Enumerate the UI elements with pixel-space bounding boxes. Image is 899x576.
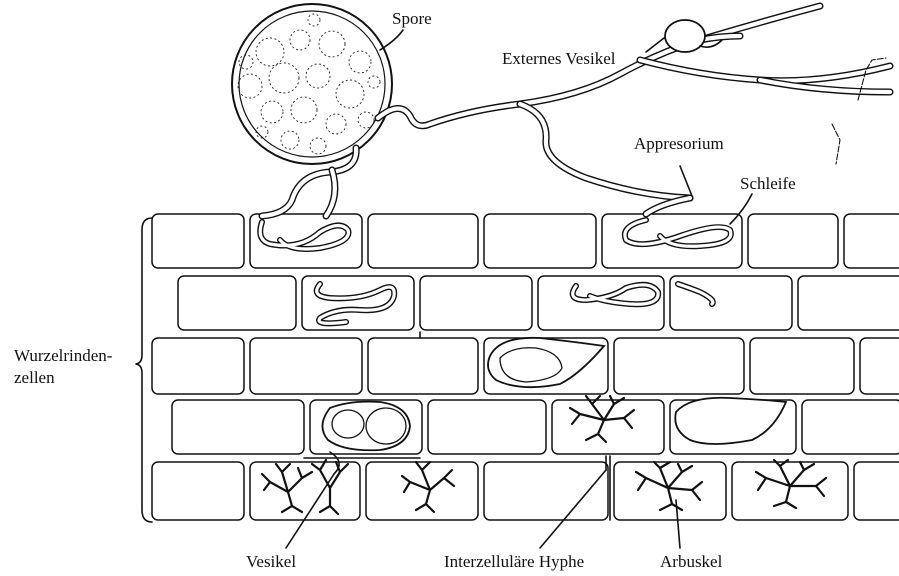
label-wurzelrinden: Wurzelrinden- <box>14 346 112 366</box>
label-zellen: zellen <box>14 368 55 388</box>
label-spore: Spore <box>392 9 432 29</box>
label-schleife: Schleife <box>740 174 796 194</box>
label-appresorium: Appresorium <box>634 134 724 154</box>
external-vesicle <box>665 20 705 52</box>
label-vesikel: Vesikel <box>246 552 296 572</box>
spore-shape <box>232 4 392 164</box>
label-interzellulaere-hyphe: Interzelluläre Hyphe <box>444 552 584 572</box>
label-externes-vesikel: Externes Vesikel <box>502 49 615 69</box>
cortex-bracket <box>136 218 152 522</box>
label-arbuskel: Arbuskel <box>660 552 722 572</box>
